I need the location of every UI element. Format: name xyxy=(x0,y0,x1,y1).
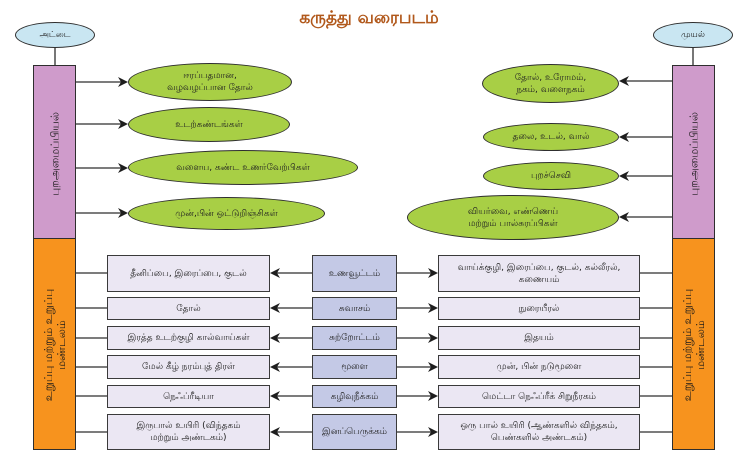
system-box: சுவாசம் xyxy=(312,297,397,320)
system-box: மூளை xyxy=(312,355,397,379)
left-feature-node: உடற்கண்டங்கள் xyxy=(128,107,290,142)
left-feature-arrow xyxy=(76,163,128,173)
right-feature-node: தோல், உரோமம், நகம், வளைநகம் xyxy=(482,64,619,103)
diagram-title: கருத்து வரைபடம் xyxy=(299,8,439,28)
right-feature-arrow xyxy=(619,76,672,86)
system-box: கழிவுநீக்கம் xyxy=(312,385,397,408)
right-organ-box: முன், பின் நடுமூளை xyxy=(438,355,640,379)
right-organ-box: வாய்க்குழி, இரைப்பை, குடல், கல்லீரல், கண… xyxy=(438,255,640,292)
row-connectors xyxy=(75,268,672,278)
right-feature-node: தலை, உடல், வால் xyxy=(483,123,619,151)
left-organ-box: நெஃப்ரீடியா xyxy=(107,385,270,408)
left-organ-box: தோல் xyxy=(107,297,270,320)
left-morphology-bar: புறஅமைப்பியல் xyxy=(33,65,76,239)
right-animal-oval: முயல் xyxy=(653,22,733,48)
left-feature-node: வளைய, கண்ட உணர்வேற்பிகள் xyxy=(128,150,358,185)
left-organ-system-bar: உறுப்பு மற்றும் உறுப்பு மண்டலம் xyxy=(33,238,76,450)
left-organ-box: இரத்த உடற்குழி கால்வாய்கள் xyxy=(107,326,270,350)
system-box: இனப்பெருக்கம் xyxy=(312,414,397,450)
right-morphology-label: புறஅமைப்பியல் xyxy=(687,112,701,196)
right-organ-box: ஒரு பால் உயிரி (ஆண்களில் விந்தகம், பெண்க… xyxy=(438,414,640,450)
row-connectors xyxy=(75,362,672,372)
right-feature-node: புறச்செவி xyxy=(483,162,619,190)
left-organ-box: இருபால் உயிரி (விந்தகம் மற்றும் அண்டகம்) xyxy=(107,414,270,450)
left-organ-box: மேல் கீழ் நரம்புத் திரள் xyxy=(107,355,270,379)
right-morphology-bar: புறஅமைப்பியல் xyxy=(672,65,715,239)
right-organ-box: இதயம் xyxy=(438,326,640,350)
right-organ-box: நுரையீரல் xyxy=(438,297,640,320)
right-feature-arrow xyxy=(619,171,672,181)
left-morphology-label: புறஅமைப்பியல் xyxy=(48,112,62,196)
right-organ-box: மெட்டா நெஃப்ரீக் சிறுநீரகம் xyxy=(438,385,640,408)
left-feature-arrow xyxy=(76,208,128,218)
row-connectors xyxy=(75,333,672,343)
system-box: உணவூட்டம் xyxy=(312,255,397,292)
left-organ-system-label: உறுப்பு மற்றும் உறுப்பு மண்டலம் xyxy=(42,288,68,402)
row-connectors xyxy=(75,391,672,401)
right-feature-arrow xyxy=(619,132,672,142)
right-feature-node: வியர்வை, எண்ணெய் மற்றும் பால்சுரப்பிகள் xyxy=(407,195,619,240)
right-organ-system-label: உறுப்பு மற்றும் உறுப்பு மண்டலம் xyxy=(681,288,707,402)
left-feature-arrow xyxy=(76,77,128,87)
left-animal-oval: அட்டை xyxy=(15,22,95,48)
left-feature-node: முன்,பின் ஒட்டுறிஞ்சிகள் xyxy=(128,197,325,230)
left-animal-label: அட்டை xyxy=(39,29,71,40)
right-animal-label: முயல் xyxy=(681,29,705,40)
left-feature-arrow xyxy=(76,119,128,129)
right-feature-arrow xyxy=(619,212,672,222)
system-box: சுற்றோட்டம் xyxy=(312,326,397,350)
right-organ-system-bar: உறுப்பு மற்றும் உறுப்பு மண்டலம் xyxy=(672,238,715,450)
left-organ-box: தீனிப்பை, இரைப்பை, குடல் xyxy=(107,255,270,292)
left-feature-node: ஈரப்பதமான, வழவழப்பான தோல் xyxy=(128,63,292,101)
row-connectors xyxy=(75,303,672,313)
row-connectors xyxy=(75,427,672,437)
